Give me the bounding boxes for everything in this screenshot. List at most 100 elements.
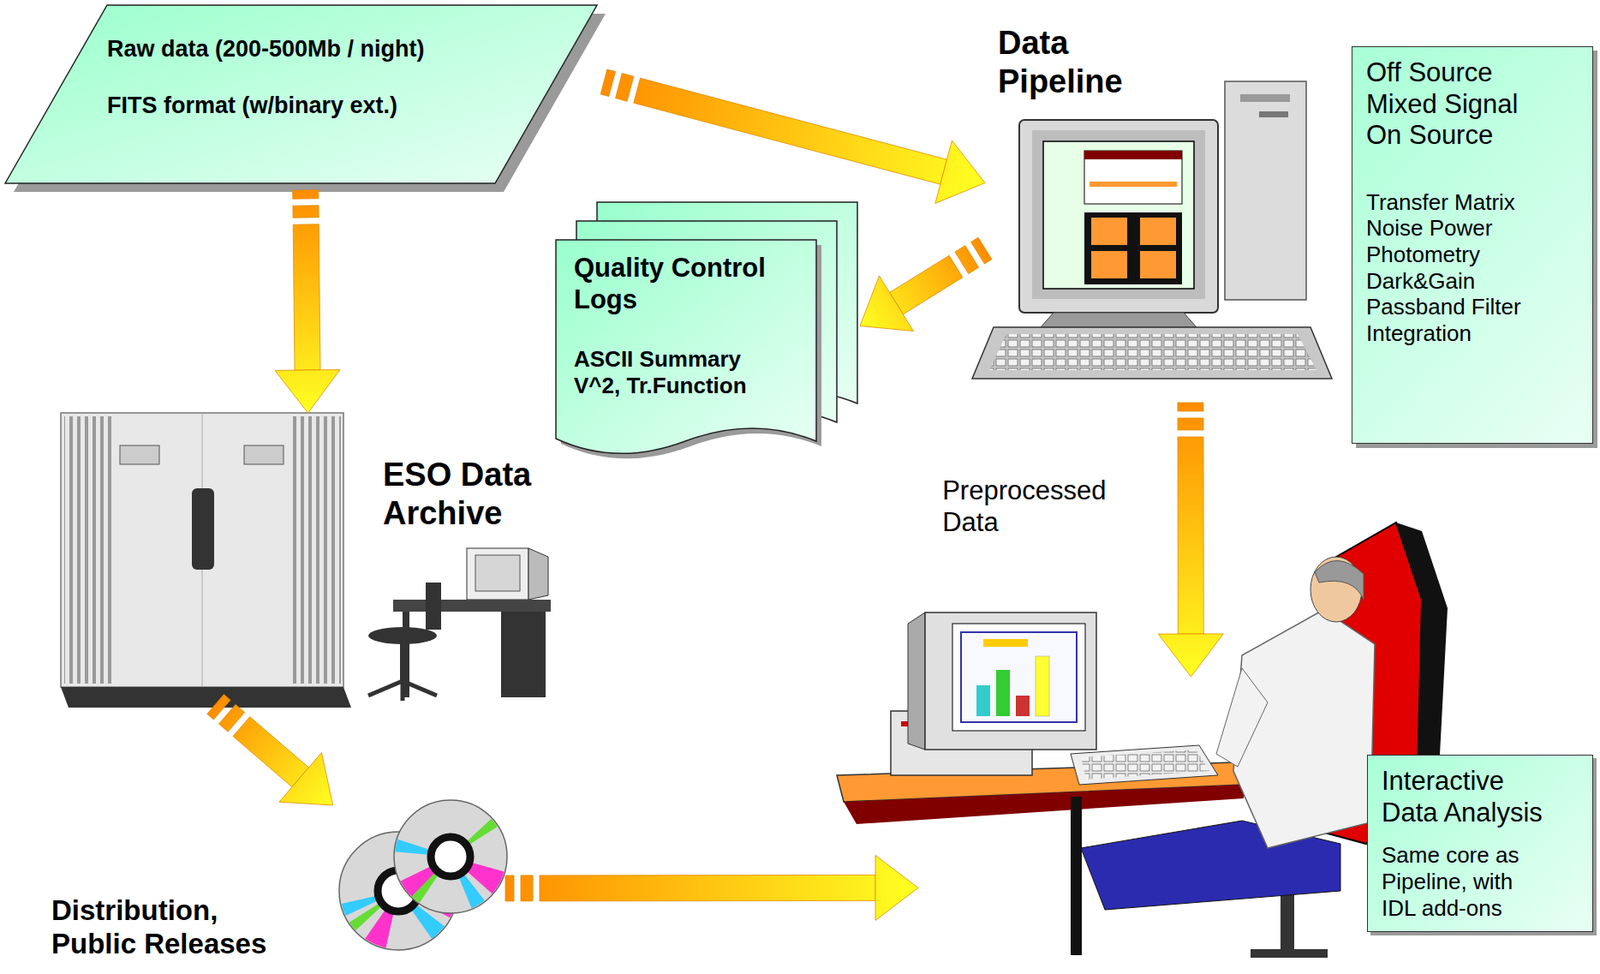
- drawing-part: [5, 5, 598, 184]
- arrow-part: [232, 716, 309, 788]
- drawing-part: [1224, 81, 1307, 300]
- arrow-part: [955, 245, 980, 275]
- drawing-part: [1396, 522, 1448, 771]
- drawing-part: [191, 488, 215, 570]
- node-heading: Quality Control Logs: [573, 252, 801, 316]
- drawing-part: [1040, 312, 1197, 328]
- drawing-part: [412, 818, 489, 895]
- drawing-part: [1032, 130, 1206, 299]
- drawing-part: [368, 626, 437, 645]
- edge-label: Preprocessed Data: [942, 475, 1135, 538]
- drawing-part: [244, 445, 284, 465]
- drawing-part: [1043, 141, 1195, 289]
- arrow-part: [1177, 417, 1204, 430]
- block-arrow: [600, 69, 986, 203]
- drawing-part: [1259, 111, 1289, 118]
- drawing-part: [60, 412, 344, 687]
- block-arrow: [505, 854, 919, 920]
- drawing-part: [400, 642, 406, 681]
- arrow-part: [615, 73, 634, 102]
- node-body: FITS format (w/binary ext.): [107, 92, 398, 120]
- node-heading: ESO Data Archive: [382, 455, 550, 533]
- analysis-box: Interactive Data AnalysisSame core as Pi…: [1367, 754, 1594, 932]
- drawing-part: [907, 612, 926, 750]
- drawing-part: [64, 416, 116, 684]
- arrow-part: [859, 275, 914, 332]
- node-heading: Interactive Data Analysis: [1381, 765, 1560, 829]
- drawing-part: [961, 632, 1077, 723]
- drawing-part: [430, 836, 471, 877]
- drawing-part: [976, 685, 991, 717]
- drawing-part: [425, 582, 442, 630]
- drawing-part: [843, 784, 1244, 824]
- drawing-part: [1240, 94, 1290, 102]
- node-heading: Data Pipeline: [997, 23, 1178, 102]
- drawing-part: [1091, 250, 1128, 279]
- drawing-part: [289, 416, 341, 684]
- drawing-part: [1314, 560, 1364, 600]
- drawing-part: [1019, 119, 1218, 313]
- arrow-part: [292, 190, 319, 199]
- arrow-part: [539, 874, 876, 902]
- drawing-part: [393, 599, 551, 612]
- arrow-part: [935, 140, 986, 203]
- arrow-part: [520, 875, 533, 902]
- arrow-part: [600, 69, 615, 97]
- node-heading: Raw data (200-500Mb / night): [107, 35, 425, 64]
- drawing-part: [501, 611, 546, 698]
- quality-log-pages: [555, 202, 858, 459]
- drawing-part: [60, 686, 352, 708]
- arrow-part: [274, 370, 341, 413]
- arrow-part: [292, 224, 321, 371]
- node-heading: Distribution, Public Releases: [51, 894, 296, 962]
- drawing-part: [1140, 250, 1177, 279]
- block-arrow: [274, 190, 341, 413]
- pipeline-computer: [972, 81, 1332, 379]
- archive-desk: [368, 548, 551, 701]
- drawing-part: [1091, 217, 1128, 245]
- drawing-part: [555, 239, 817, 454]
- node-body: Transfer Matrix Noise Power Photometry D…: [1366, 189, 1538, 347]
- analysis-workstation: Interactive Data AnalysisSame core as Pi…: [918, 676, 1600, 974]
- drawing-part: [475, 555, 520, 592]
- drawing-part: [412, 818, 489, 895]
- node-heading: Off Source Mixed Signal On Source: [1366, 57, 1555, 152]
- drawing-part: [1084, 150, 1183, 160]
- drawing-part: [1070, 745, 1218, 785]
- arrow-part: [633, 77, 948, 185]
- drawing-part: [1140, 217, 1177, 245]
- drawing-part: [983, 638, 1028, 647]
- node-body: ASCII Summary V^2, Tr.Function: [573, 346, 773, 399]
- archive-server: [60, 412, 352, 708]
- node-body: Same core as Pipeline, with IDL add-ons: [1381, 841, 1535, 921]
- drawing-part: [1089, 181, 1177, 187]
- drawing-part: [1015, 695, 1030, 717]
- drawing-part: [925, 612, 1097, 750]
- raw-data-shape: [5, 5, 606, 192]
- drawing-part: [989, 334, 1317, 371]
- drawing-part: [972, 327, 1332, 379]
- arrow-part: [505, 875, 514, 902]
- drawing-part: [1084, 150, 1183, 204]
- drawing-part: [368, 680, 437, 701]
- raw-data-parallelogram: Raw data (200-500Mb / night) FITS format …: [0, 0, 604, 191]
- block-arrow: [207, 694, 334, 806]
- archive-server: ESO Data Archive: [60, 412, 556, 705]
- method-box: Off Source Mixed Signal On SourceTransfe…: [1351, 46, 1594, 444]
- drawing-part: [412, 818, 489, 895]
- drawing-part: [394, 800, 508, 914]
- pipeline-computer: Data Pipeline: [985, 17, 1354, 403]
- log-document: Quality Control LogsASCII Summary V^2, T…: [555, 198, 860, 470]
- drawing-part: [1084, 212, 1183, 285]
- block-arrow: [859, 237, 992, 331]
- distribution-media: Distribution, Public Releases: [51, 805, 506, 970]
- block-arrow: [1158, 402, 1224, 677]
- drawing-part: [1070, 796, 1082, 956]
- arrow-part: [875, 854, 919, 920]
- drawing-part: [1250, 949, 1328, 958]
- analyst-scene: [836, 522, 1448, 958]
- arrow-part: [889, 255, 963, 315]
- drawing-part: [1035, 656, 1050, 717]
- arrow-part: [279, 752, 334, 806]
